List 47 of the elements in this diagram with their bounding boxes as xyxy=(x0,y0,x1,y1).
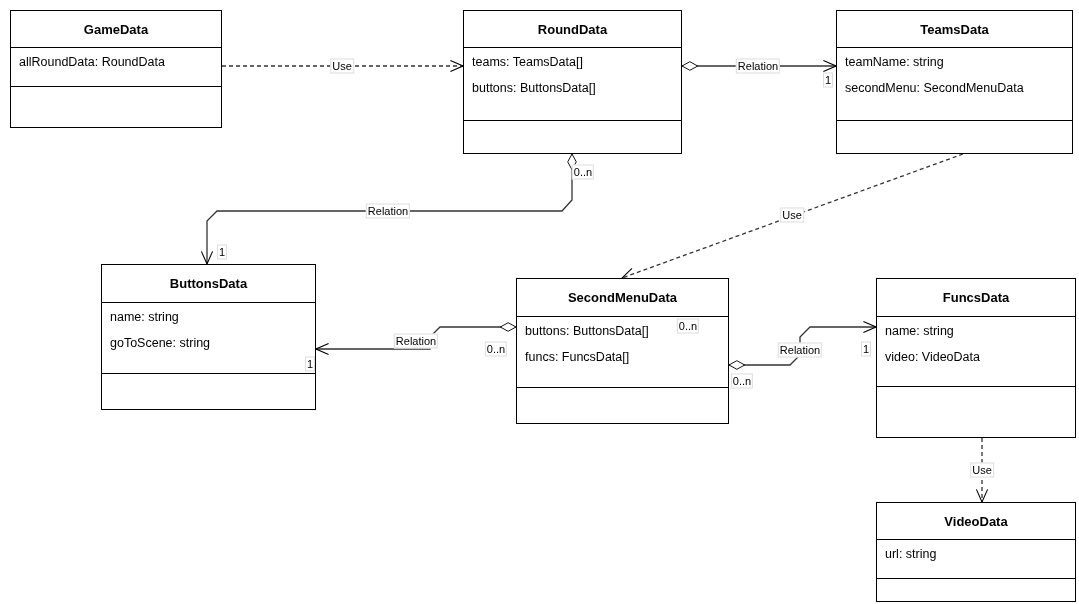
class-name: GameData xyxy=(11,11,221,48)
multiplicity-label: 0..n xyxy=(484,341,508,357)
multiplicity-label: 1 xyxy=(304,356,316,372)
attribute-text: name: string xyxy=(110,309,179,325)
attribute-text: allRoundData: RoundData xyxy=(19,54,165,70)
multiplicity-label: 0..n xyxy=(676,318,700,334)
class-box xyxy=(10,10,222,128)
edge-label: Relation xyxy=(735,58,781,74)
edge-label: Use xyxy=(780,207,804,223)
class-name: ButtonsData xyxy=(102,265,315,303)
dependency-arrow xyxy=(975,437,989,503)
attribute-text: name: string xyxy=(885,323,954,339)
edge-label: Relation xyxy=(365,203,411,219)
class-box xyxy=(876,278,1076,438)
class-name: FuncsData xyxy=(877,279,1075,317)
dependency-arrow xyxy=(221,59,464,73)
class-name: TeamsData xyxy=(837,11,1072,48)
multiplicity-label: 1 xyxy=(822,72,834,88)
class-box xyxy=(516,278,729,424)
attribute-text: funcs: FuncsData[] xyxy=(525,349,630,365)
attribute-text: buttons: ButtonsData[] xyxy=(472,80,596,96)
multiplicity-label: 0..n xyxy=(571,164,595,180)
aggregation-arrow xyxy=(728,320,877,370)
aggregation-arrow xyxy=(200,153,577,265)
class-box xyxy=(836,10,1073,154)
attribute-text: goToScene: string xyxy=(110,335,211,351)
aggregation-arrow xyxy=(315,322,517,356)
dependency-arrow xyxy=(621,153,964,280)
attribute-text: buttons: ButtonsData[] xyxy=(525,323,649,339)
attribute-text: video: VideoData xyxy=(885,349,980,365)
class-name: VideoData xyxy=(877,503,1075,540)
multiplicity-label: 1 xyxy=(860,341,872,357)
multiplicity-label: 1 xyxy=(216,244,228,260)
class-name: SecondMenuData xyxy=(517,279,728,317)
attribute-text: teams: TeamsData[] xyxy=(472,54,583,70)
attribute-text: teamName: string xyxy=(845,54,944,70)
class-box xyxy=(876,502,1076,602)
class-name: RoundData xyxy=(464,11,681,48)
edge-label: Use xyxy=(330,58,354,74)
attribute-text: url: string xyxy=(885,546,937,562)
class-box xyxy=(101,264,316,410)
class-box xyxy=(463,10,682,154)
multiplicity-label: 0..n xyxy=(730,373,754,389)
edge-label: Use xyxy=(970,462,994,478)
attribute-text: secondMenu: SecondMenuData xyxy=(845,80,1024,96)
edge-label: Relation xyxy=(393,333,439,349)
edge-label: Relation xyxy=(777,342,823,358)
